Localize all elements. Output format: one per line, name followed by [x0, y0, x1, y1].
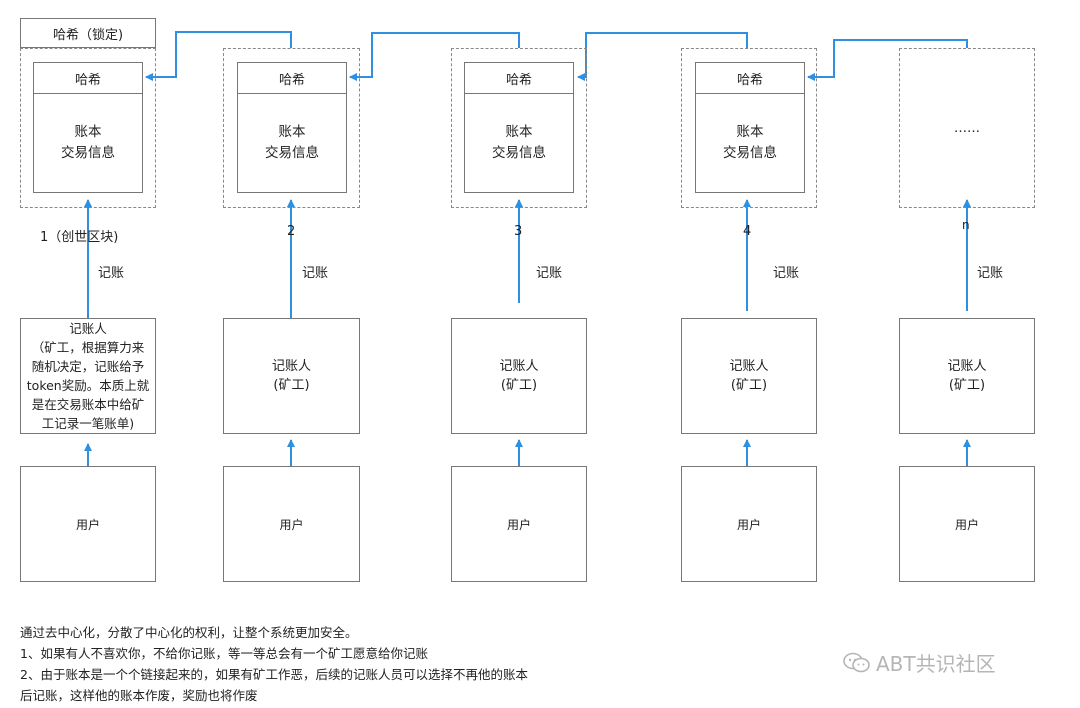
- block-1-ledger: 账本: [74, 123, 102, 140]
- block-2-inner: 哈希 账本 交易信息: [237, 62, 347, 193]
- miner-1-line-3: 随机决定，记账给予: [31, 359, 145, 374]
- miner-2-title: 记账人: [271, 359, 311, 374]
- miner-3-subtitle: (矿工): [500, 378, 538, 393]
- miner-2-subtitle: (矿工): [273, 378, 310, 393]
- block-1-number: 1（创世区块): [40, 230, 119, 245]
- note-line-4: 后记账，这样他的账本作废，奖励也将作废: [20, 688, 258, 703]
- watermark-text: ABT共识社区: [876, 652, 996, 676]
- miner-box-3: 记账人 (矿工): [451, 318, 587, 434]
- bookkeep-label-4: 记账: [773, 266, 800, 281]
- block-3-inner: 哈希 账本 交易信息: [464, 62, 574, 193]
- miner-1-line-6: 工记录一笔账单): [41, 416, 135, 431]
- miner-1-line-2: （矿工，根据算力来: [31, 340, 145, 355]
- note-line-3: 2、由于账本是一个个链接起来的，如果有矿工作恶，后续的记账人员可以选择不再他的账…: [20, 667, 528, 682]
- block-2-number: 2: [287, 224, 296, 239]
- block-3-body: 账本 交易信息: [465, 93, 573, 192]
- miner-box-n: 记账人 (矿工): [899, 318, 1035, 434]
- miner-1-line-1: 记账人: [69, 321, 107, 336]
- block-1-outer: [20, 48, 156, 208]
- block-2-hash: 哈希: [238, 63, 346, 94]
- block-2-body: 账本 交易信息: [238, 93, 346, 192]
- block-2-ledger: 账本: [278, 123, 306, 140]
- user-box-3: 用户: [451, 466, 587, 582]
- block-1-body: 账本 交易信息: [34, 93, 142, 192]
- block-1-inner: 哈希 账本 交易信息: [33, 62, 143, 193]
- watermark: ABT共识社区: [842, 648, 996, 677]
- miner-4-subtitle: (矿工): [730, 378, 768, 393]
- block-3-hash: 哈希: [465, 63, 573, 94]
- block-n-number: n: [962, 218, 970, 232]
- block-4-hash: 哈希: [696, 63, 804, 94]
- block-3-ledger: 账本: [505, 123, 533, 140]
- miner-n-title: 记账人: [947, 359, 987, 374]
- miner-1-line-4: token奖励。本质上就: [26, 378, 150, 393]
- chain-link-3-to-2: [349, 32, 520, 81]
- block-2-outer: [223, 48, 360, 208]
- block-4-outer: [681, 48, 817, 208]
- note-line-1: 通过去中心化，分散了中心化的权利，让整个系统更加安全。: [20, 625, 358, 640]
- block-4-ledger: 账本: [736, 123, 764, 140]
- chain-link-2-to-1: [145, 31, 292, 81]
- block-4-number: 4: [743, 224, 752, 239]
- miner-4-title: 记账人: [729, 359, 769, 374]
- bookkeep-label-1: 记账: [98, 266, 125, 281]
- genesis-lock-label: 哈希（锁定): [20, 18, 156, 48]
- block-1-hash: 哈希: [34, 63, 142, 94]
- user-box-4: 用户: [681, 466, 817, 582]
- block-3-outer: [451, 48, 587, 208]
- block-4-tx-info: 交易信息: [723, 144, 777, 161]
- bookkeep-label-2: 记账: [302, 266, 329, 281]
- user-box-2: 用户: [223, 466, 360, 582]
- block-3-number: 3: [514, 224, 523, 239]
- miner-1-line-5: 是在交易账本中给矿: [31, 397, 145, 412]
- bookkeep-label-3: 记账: [536, 266, 563, 281]
- chain-link-4-to-3: [577, 32, 748, 81]
- block-n-ellipsis: ……: [954, 120, 980, 136]
- miner-3-title: 记账人: [499, 359, 539, 374]
- block-4-inner: 哈希 账本 交易信息: [695, 62, 805, 193]
- user-box-1: 用户: [20, 466, 156, 582]
- miner-n-subtitle: (矿工): [948, 378, 986, 393]
- chain-link-n-to-4: [807, 39, 968, 81]
- bookkeep-label-n: 记账: [977, 266, 1004, 281]
- block-4-body: 账本 交易信息: [696, 93, 804, 192]
- miner-box-1: 记账人 （矿工，根据算力来 随机决定，记账给予 token奖励。本质上就 是在交…: [20, 318, 156, 434]
- block-n-outer: ……: [899, 48, 1035, 208]
- block-3-tx-info: 交易信息: [492, 144, 546, 161]
- miner-box-2: 记账人 (矿工): [223, 318, 360, 434]
- miner-box-4: 记账人 (矿工): [681, 318, 817, 434]
- block-2-tx-info: 交易信息: [265, 144, 319, 161]
- block-1-tx-info: 交易信息: [61, 144, 115, 161]
- note-line-2: 1、如果有人不喜欢你，不给你记账，等一等总会有一个矿工愿意给你记账: [20, 646, 428, 661]
- notes: 通过去中心化，分散了中心化的权利，让整个系统更加安全。 1、如果有人不喜欢你，不…: [20, 622, 528, 706]
- user-box-n: 用户: [899, 466, 1035, 582]
- wechat-icon: [843, 652, 870, 672]
